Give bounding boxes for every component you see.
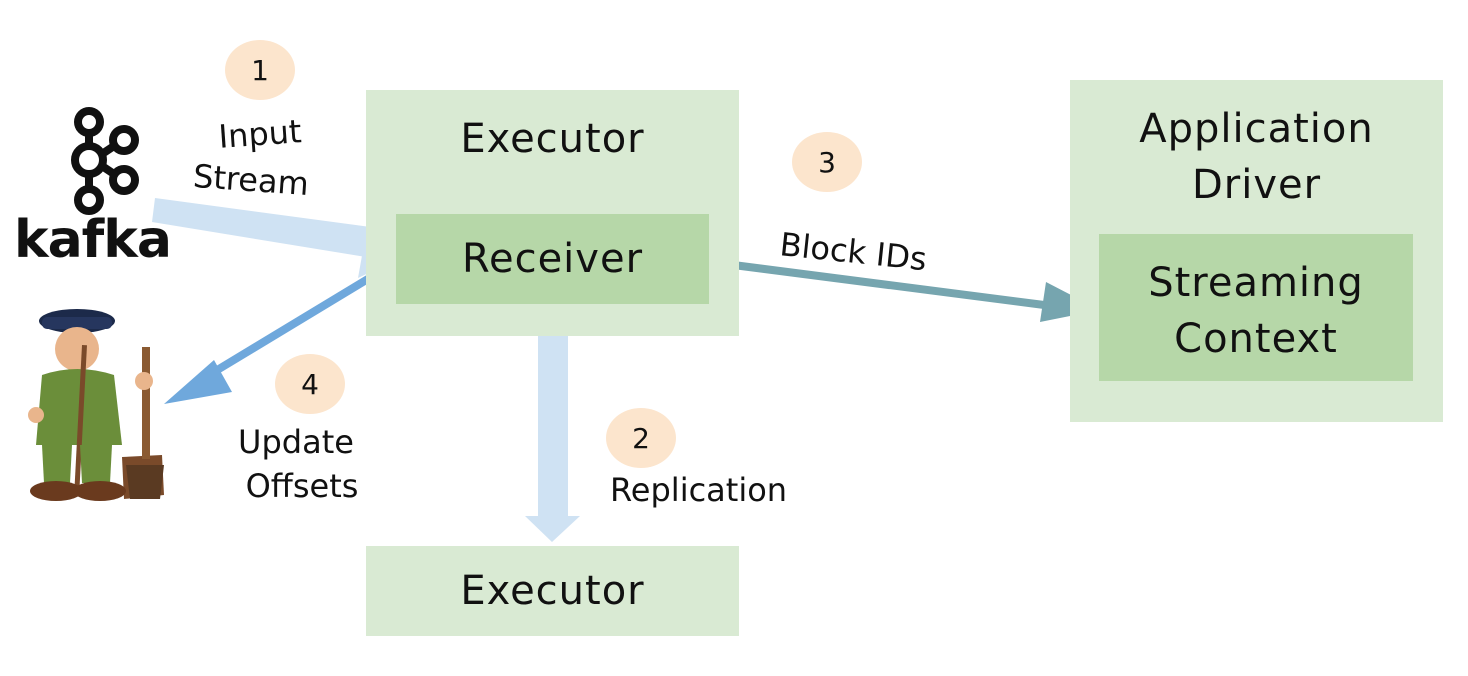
step-4-badge: 4 xyxy=(275,354,345,414)
kafka-logo: kafka xyxy=(14,106,172,271)
replication-arrow xyxy=(525,336,580,542)
streaming-context-line2: Context xyxy=(1174,316,1338,362)
executor-main-box: Executor Receiver xyxy=(366,90,739,336)
receiver-label: Receiver xyxy=(461,236,644,282)
update-offsets-arrow xyxy=(164,258,399,404)
receiver-box: Receiver xyxy=(396,214,709,304)
driver-title-line1: Application xyxy=(1139,106,1374,152)
step-4-label-line1: Update xyxy=(238,423,354,461)
step-3-badge: 3 xyxy=(792,132,862,192)
streaming-context-line1: Streaming xyxy=(1148,260,1364,306)
zookeeper-character-icon xyxy=(28,309,164,501)
driver-title-line2: Driver xyxy=(1191,162,1322,208)
executor-replica-title: Executor xyxy=(460,568,645,614)
executor-main-title: Executor xyxy=(460,116,645,162)
step-2-label: Replication xyxy=(610,471,788,509)
application-driver-box: Application Driver Streaming Context xyxy=(1070,80,1443,422)
executor-replica-box: Executor xyxy=(366,546,739,636)
step-4-label-line2: Offsets xyxy=(245,467,359,505)
kafka-wordmark: kafka xyxy=(14,210,172,270)
step-1-badge: 1 xyxy=(225,40,295,100)
step-2-badge: 2 xyxy=(606,408,676,468)
input-stream-arrow xyxy=(152,198,400,278)
kafka-logo-icon xyxy=(71,107,139,215)
streaming-context-box: Streaming Context xyxy=(1099,234,1413,381)
